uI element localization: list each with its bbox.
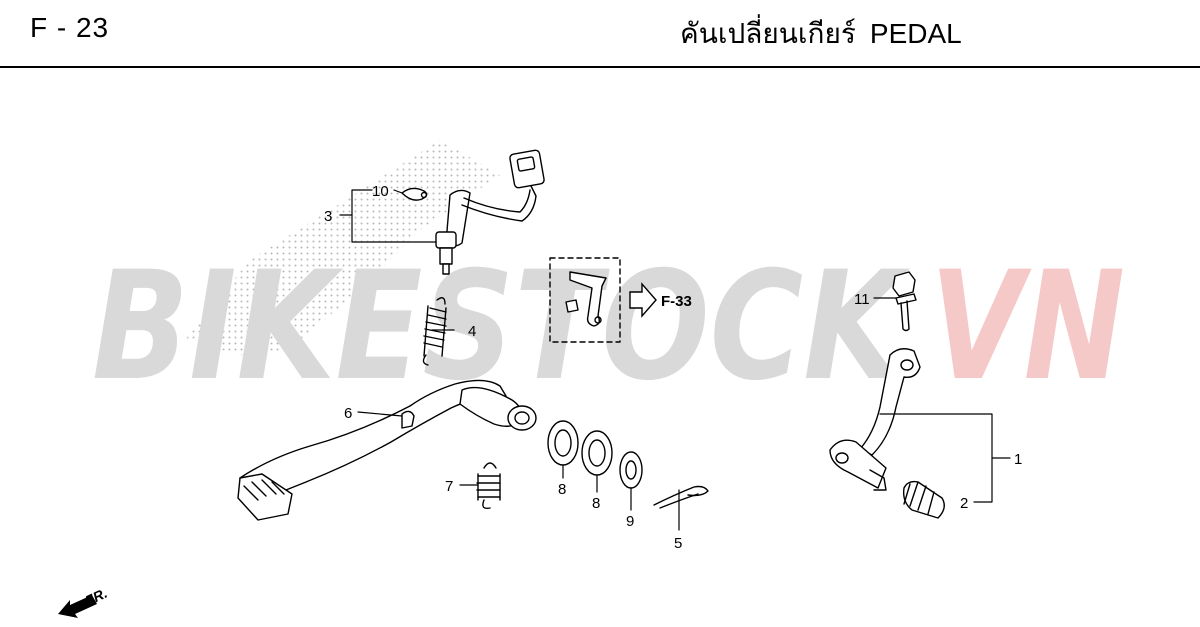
callout-1: 1 [1014,451,1022,468]
page-header: F - 23 คันเปลี่ยนเกียร์ PEDAL [0,0,1200,68]
title-english: PEDAL [869,18,962,49]
part-5-clip [653,485,709,509]
callout-10: 10 [372,183,389,200]
callout-leaders [339,189,1011,531]
arrow-right-icon [629,282,657,318]
part-10-clip [401,187,428,201]
callout-11: 11 [854,291,870,308]
part-8-seal-a [547,420,579,466]
callout-5: 5 [674,535,682,552]
title-thai: คันเปลี่ยนเกียร์ [680,18,856,49]
callout-4: 4 [468,323,476,340]
part-9-washer [619,451,643,489]
part-1-shift-pedal [829,348,921,491]
front-arrow-icon [58,595,97,618]
callout-7: 7 [445,478,453,495]
part-4-spring [422,297,447,366]
part-6-pedal-arm [237,379,537,521]
part-3-switch [435,149,545,275]
front-label: FR. [83,585,110,609]
front-direction: FR. [58,585,110,618]
callout-8b: 8 [592,495,600,512]
reference-label[interactable]: F-33 [661,293,692,310]
callout-3: 3 [324,208,332,225]
watermark: BIKESTOCK VN [92,240,1125,414]
callout-2: 2 [960,495,968,512]
page-code: F - 23 [30,12,110,43]
part-8-seal-b [581,430,613,476]
reference-box [549,257,621,343]
callout-9: 9 [626,513,634,530]
callout-8a: 8 [558,481,566,498]
part-2-rubber [902,480,945,519]
page-title: คันเปลี่ยนเกียร์ PEDAL [680,12,962,56]
part-7-spring [476,462,501,510]
watermark-text-vn: VN [930,240,1125,414]
callout-6: 6 [344,405,352,422]
watermark-text-main: BIKESTOCK [92,240,910,414]
part-11-bolt [892,271,917,332]
header-rule [0,66,1200,68]
